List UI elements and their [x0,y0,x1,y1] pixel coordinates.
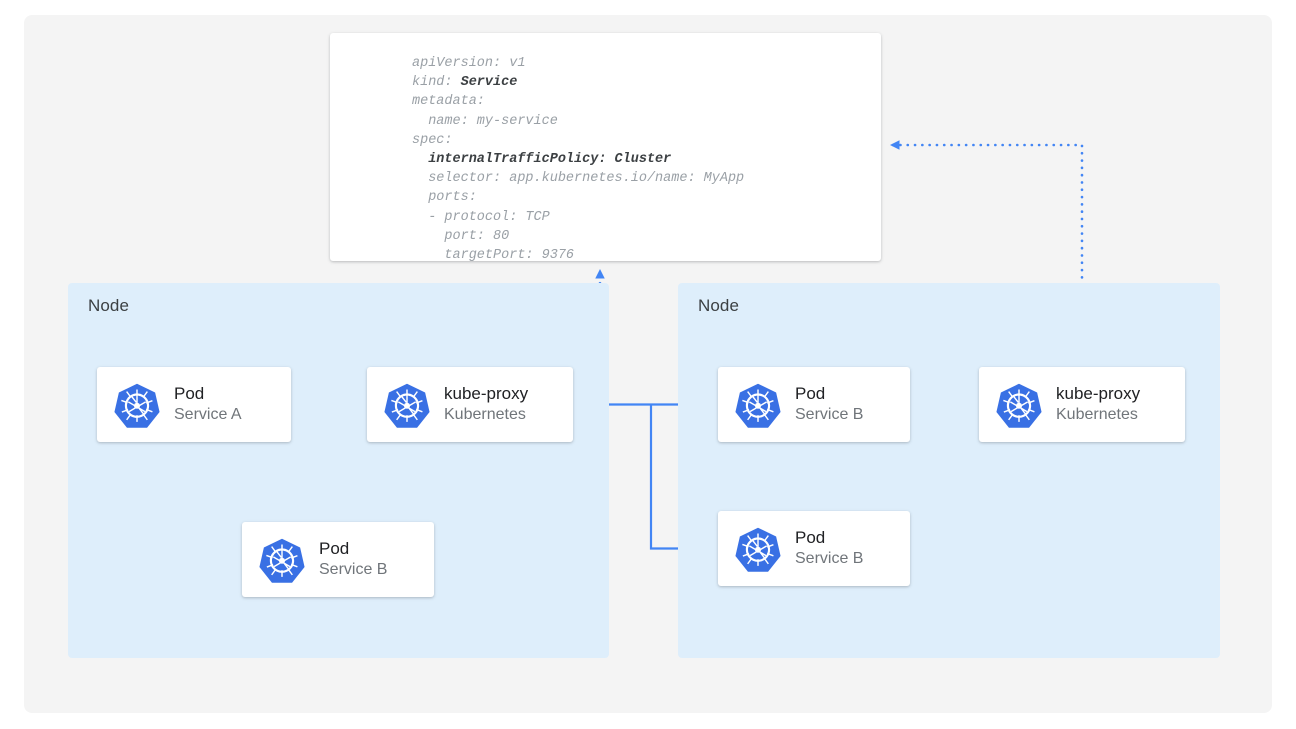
card-pod-service-b-left[interactable]: Pod Service B [242,522,434,597]
card-pod-service-b-top[interactable]: Pod Service B [718,367,910,442]
kubernetes-logo-icon [996,383,1042,428]
card-kube-proxy-right[interactable]: kube-proxy Kubernetes [979,367,1185,442]
service-manifest-card: apiVersion: v1 kind: Service metadata: n… [330,33,881,261]
card-text: Pod Service A [174,383,242,425]
card-subtitle: Kubernetes [444,406,526,424]
card-subtitle: Service B [319,561,388,579]
card-text: Pod Service B [795,527,863,569]
kubernetes-logo-icon [114,383,160,428]
card-subtitle: Service A [174,406,242,424]
service-manifest-code: apiVersion: v1 kind: Service metadata: n… [412,56,745,261]
card-pod-service-a[interactable]: Pod Service A [97,367,291,442]
card-subtitle: Service B [795,550,864,568]
card-subtitle: Service B [795,406,864,424]
card-text: kube-proxy Kubernetes [1056,383,1140,425]
kubernetes-logo-icon [259,538,305,583]
card-text: Pod Service B [795,383,863,425]
kubernetes-logo-icon [735,383,781,428]
node-left-label: Node [88,296,130,315]
kubernetes-logo-icon [384,383,430,428]
node-right-label: Node [698,296,740,315]
card-title: Pod [174,384,205,404]
kubernetes-logo-icon [735,527,781,572]
card-title: Pod [795,384,826,404]
node-group-left: Node [68,283,609,658]
card-text: Pod Service B [319,538,387,580]
card-title: Pod [795,528,826,548]
card-title: kube-proxy [1056,384,1141,404]
card-kube-proxy-left[interactable]: kube-proxy Kubernetes [367,367,573,442]
card-title: kube-proxy [444,384,529,404]
card-subtitle: Kubernetes [1056,406,1138,424]
card-title: Pod [319,539,350,559]
card-text: kube-proxy Kubernetes [444,383,528,425]
node-group-right: Node [678,283,1220,658]
card-pod-service-b-bottom[interactable]: Pod Service B [718,511,910,586]
